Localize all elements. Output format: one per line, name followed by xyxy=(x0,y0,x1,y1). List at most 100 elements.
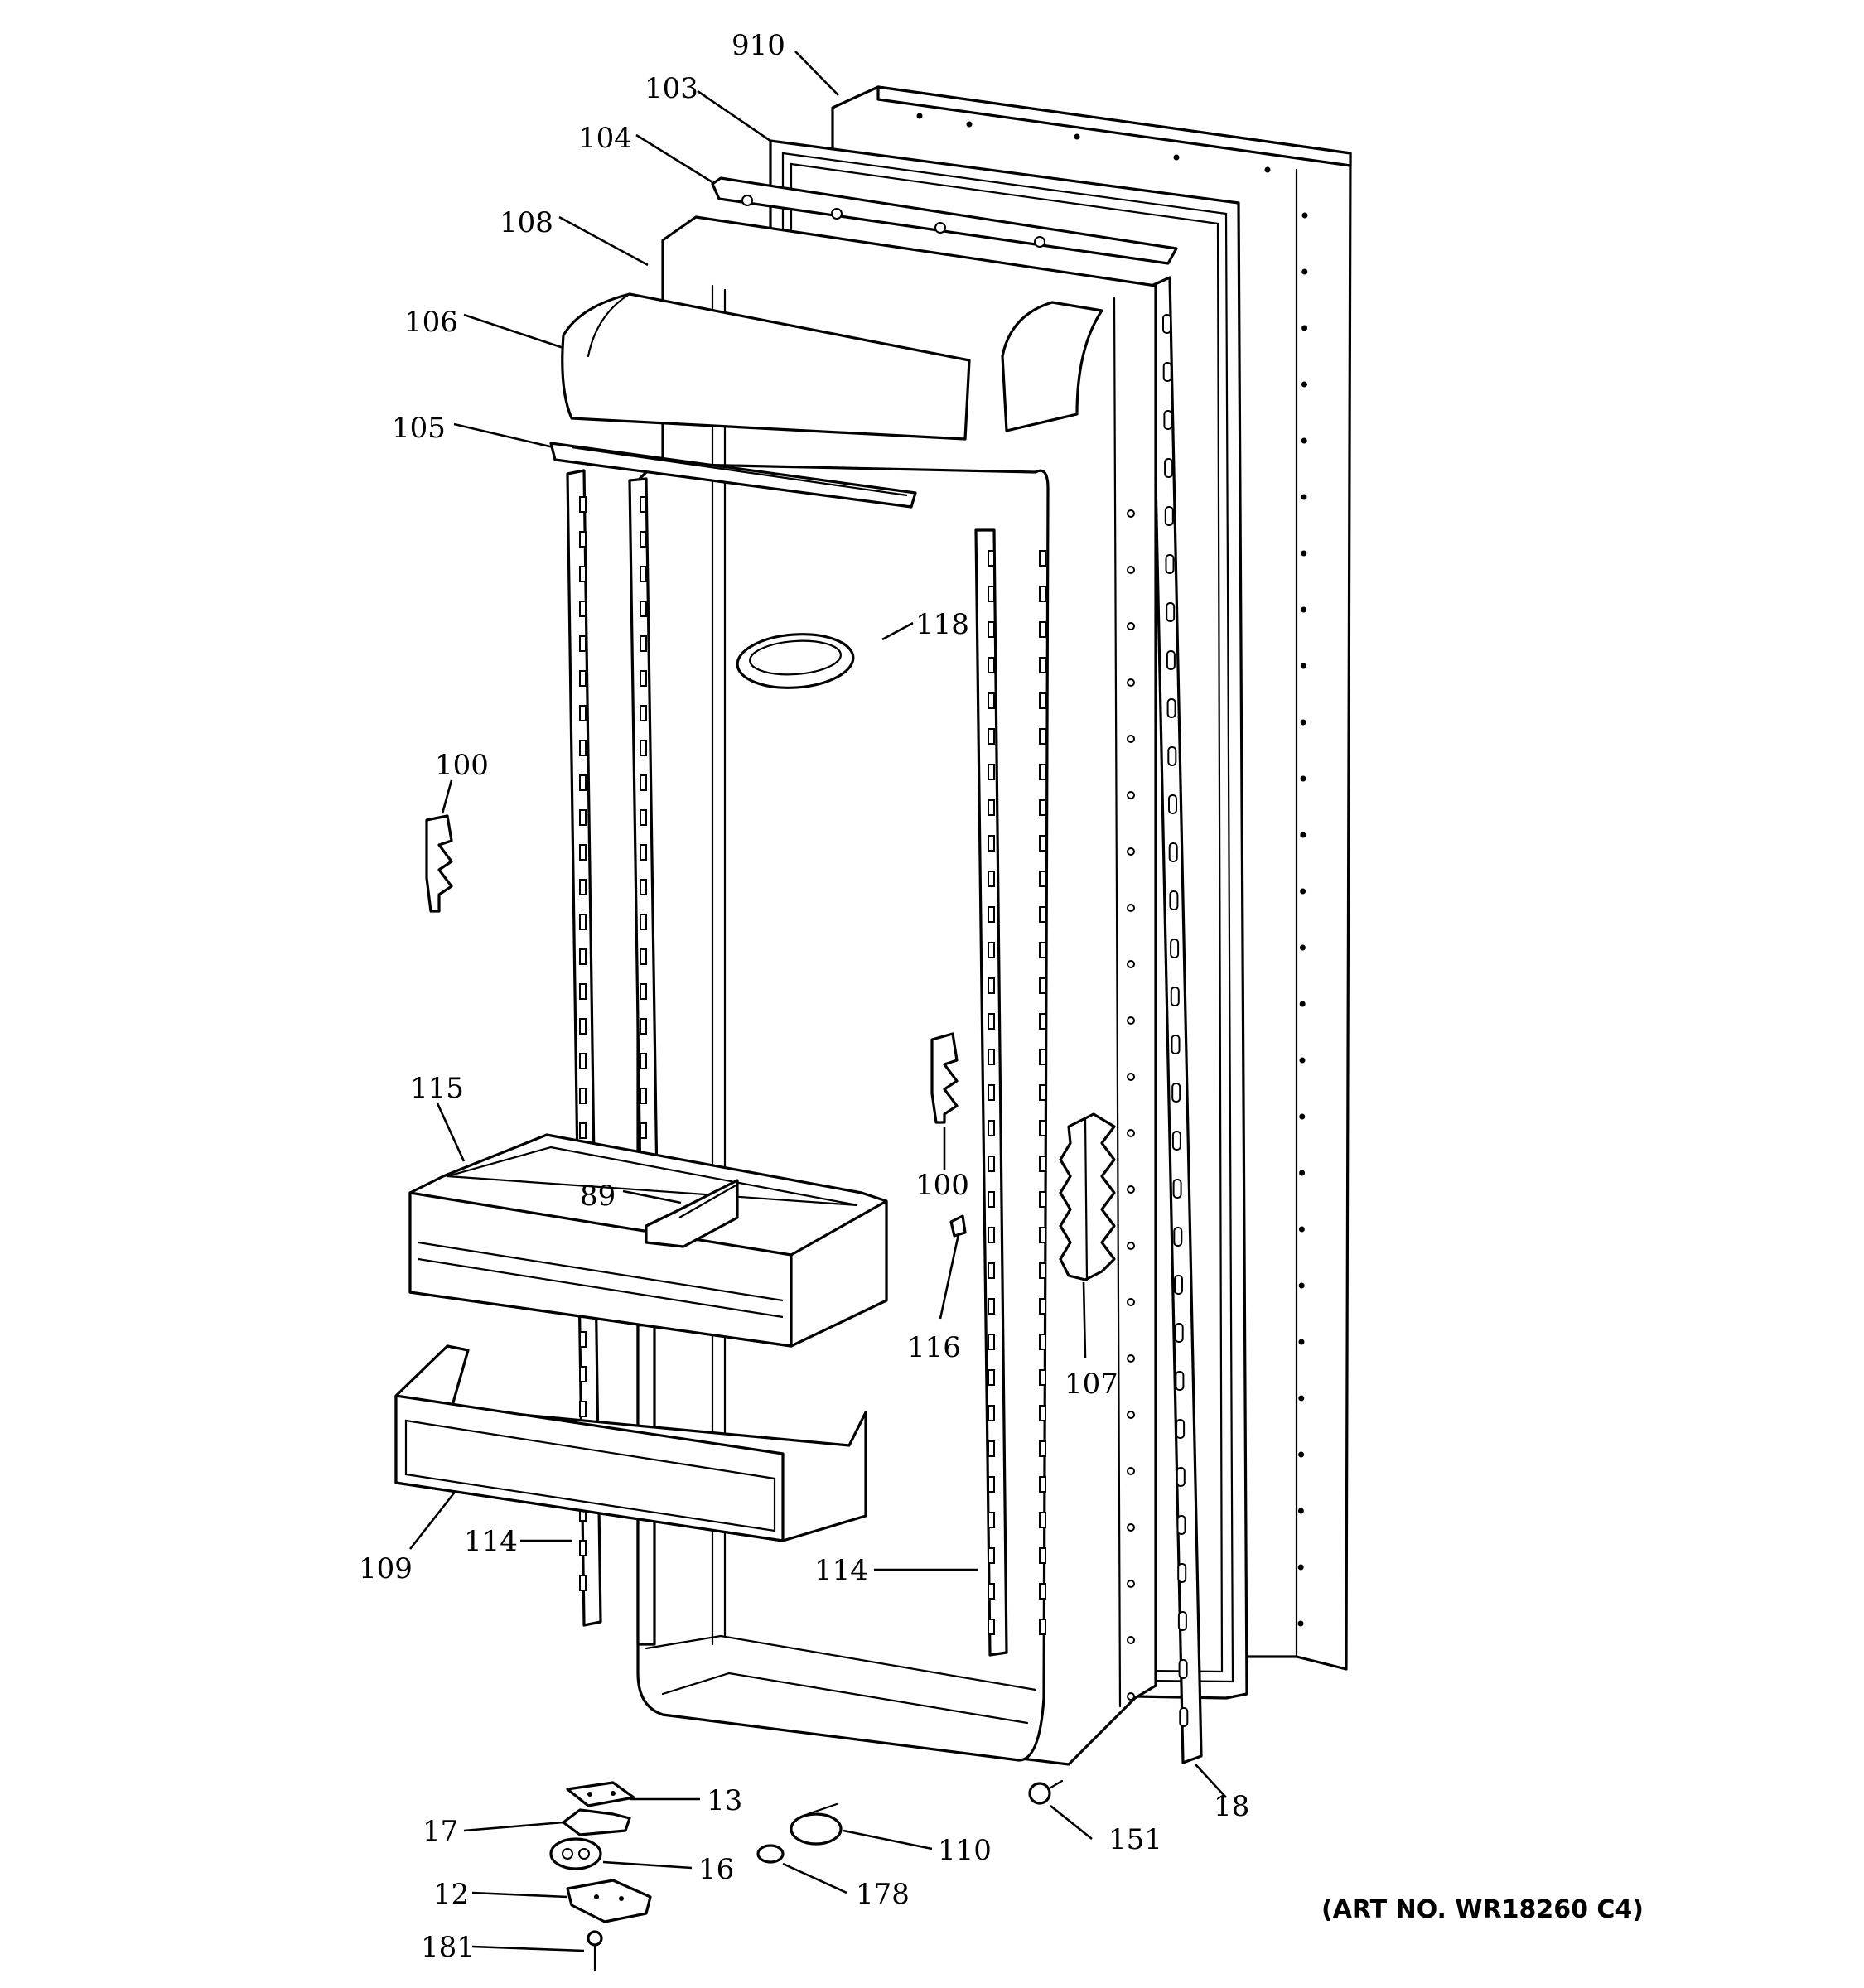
rail-slot xyxy=(579,1366,587,1382)
rail-slot xyxy=(988,906,995,923)
callout-labels: 910 103 104 108 106 105 118 100 115 89 1… xyxy=(359,29,1644,1964)
liner-hole xyxy=(1127,1298,1135,1306)
rail-slot xyxy=(640,879,647,895)
strip-slot xyxy=(1170,987,1180,1006)
rail-slot xyxy=(640,774,647,791)
rail-slot xyxy=(640,531,647,548)
liner-hole xyxy=(1127,1636,1135,1644)
rail-slot xyxy=(988,1191,995,1208)
screw-hole xyxy=(1297,1508,1304,1514)
rail-slot xyxy=(1039,871,1046,887)
rail-slot xyxy=(579,601,587,617)
rail-slot xyxy=(988,977,995,994)
screw-hole xyxy=(1297,1564,1304,1571)
screw-hole xyxy=(1298,1339,1305,1345)
rail-slot xyxy=(1039,621,1046,638)
liner-hole xyxy=(1127,847,1135,856)
rail-slot xyxy=(640,948,647,965)
label-12: 12 xyxy=(433,1878,469,1911)
screw-hole xyxy=(1301,381,1307,388)
rail-slot xyxy=(1039,1262,1046,1279)
liner-hole xyxy=(1127,735,1135,743)
part-108-door-liner xyxy=(636,215,1157,1766)
rail-slot xyxy=(988,871,995,887)
rail-slot xyxy=(640,496,647,513)
rail-slot xyxy=(640,670,647,687)
liner-hole xyxy=(1127,622,1135,630)
rail-slot xyxy=(1039,1476,1046,1493)
screw-hole xyxy=(1301,550,1307,557)
part-118-dairy-bin-insert xyxy=(736,633,855,689)
screw-hole xyxy=(1298,1282,1305,1289)
part-104-top-breaker-strip xyxy=(711,176,1178,265)
label-115: 115 xyxy=(410,1072,464,1105)
rail-slot xyxy=(579,670,587,687)
strip-slot xyxy=(1164,506,1174,526)
label-178: 178 xyxy=(856,1878,910,1911)
label-910: 910 xyxy=(732,29,785,62)
rail-slot xyxy=(640,1053,647,1069)
rail-slot xyxy=(988,1547,995,1564)
rail-slot xyxy=(640,635,647,652)
screw-hole xyxy=(1300,775,1306,782)
label-18: 18 xyxy=(1214,1790,1249,1823)
label-109: 109 xyxy=(359,1552,413,1585)
screw-hole xyxy=(1299,1113,1306,1120)
screw-hole xyxy=(1300,719,1306,726)
rail-slot xyxy=(1039,942,1046,958)
part-18-side-breaker-strip xyxy=(1150,276,1203,1764)
rail-slot xyxy=(640,844,647,861)
liner-hole xyxy=(1127,1073,1135,1081)
screw-hole xyxy=(1297,1620,1304,1627)
liner-hole xyxy=(1127,1242,1135,1250)
strip-slot xyxy=(1171,1083,1181,1103)
label-181: 181 xyxy=(421,1931,475,1964)
screw-hole xyxy=(1299,1001,1306,1007)
screw-hole xyxy=(1301,268,1308,275)
rail-slot xyxy=(640,1088,647,1104)
rail-slot xyxy=(988,1512,995,1528)
rail-slot xyxy=(1039,692,1046,709)
label-89: 89 xyxy=(580,1180,616,1213)
liner-hole xyxy=(1127,678,1135,687)
rail-slot xyxy=(579,566,587,582)
rail-slot xyxy=(1039,1227,1046,1243)
strip-slot xyxy=(1166,698,1176,718)
rail-slot xyxy=(579,1018,587,1035)
rail-slot xyxy=(1039,657,1046,673)
strip-slot xyxy=(1162,314,1171,334)
part-107-insulation xyxy=(1059,1112,1116,1281)
rail-slot xyxy=(1039,906,1046,923)
screw-hole xyxy=(1298,1395,1305,1402)
rail-slot xyxy=(1039,1049,1046,1065)
leader-lines xyxy=(408,51,1227,1952)
rail-slot xyxy=(579,809,587,826)
liner-hole xyxy=(1127,1129,1135,1137)
label-100-right: 100 xyxy=(915,1169,969,1202)
rail-slot xyxy=(988,1369,995,1386)
rail-slot xyxy=(1039,1405,1046,1421)
rail-slot xyxy=(988,692,995,709)
screw-hole xyxy=(1300,663,1306,669)
rail-slot xyxy=(579,983,587,1000)
screw-hole xyxy=(1299,1057,1306,1064)
rail-slot xyxy=(988,799,995,816)
strip-slot xyxy=(1166,650,1176,670)
rail-slot xyxy=(988,1262,995,1279)
rail-slot xyxy=(640,705,647,721)
liner-hole xyxy=(1127,904,1135,912)
part-151-screw xyxy=(1028,1779,1064,1805)
label-110: 110 xyxy=(938,1834,992,1867)
rail-slot xyxy=(988,764,995,780)
rail-slot xyxy=(1039,1013,1046,1030)
strip-slot xyxy=(1171,1131,1181,1151)
rail-slot xyxy=(988,1476,995,1493)
rail-slot xyxy=(988,1084,995,1101)
strip-slot xyxy=(1166,602,1176,622)
rail-slot xyxy=(579,1122,587,1139)
rail-slot xyxy=(640,566,647,582)
part-106-dairy-door-cover xyxy=(561,292,1103,441)
liner-hole xyxy=(1127,791,1135,799)
rail-slot xyxy=(1039,1156,1046,1172)
